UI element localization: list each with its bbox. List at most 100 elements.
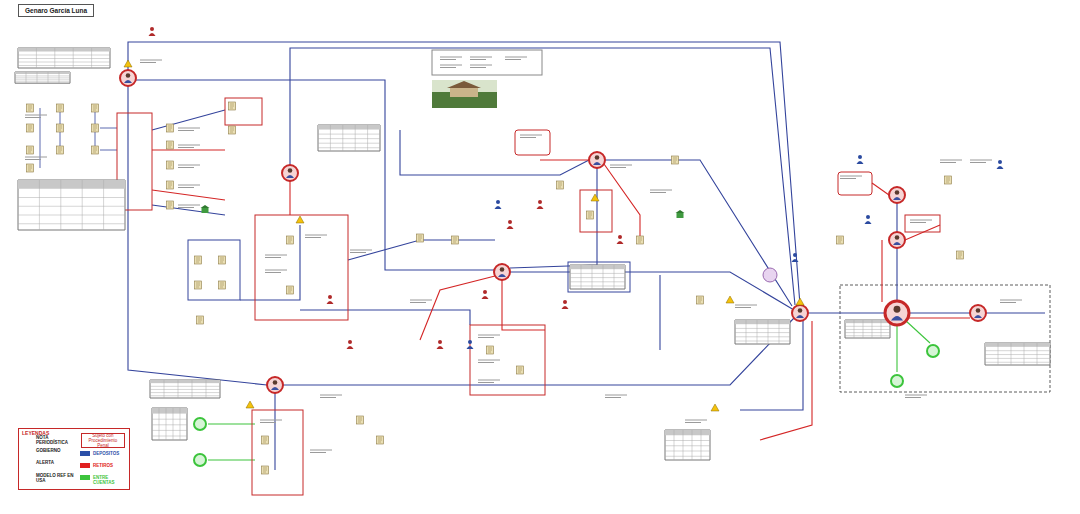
legend-item: NOTA PERIODÍSTICA — [36, 435, 78, 445]
connector-line — [290, 48, 795, 305]
doc-icon — [417, 234, 424, 242]
alert-icon — [124, 60, 132, 67]
data-table — [18, 180, 125, 230]
connector-line — [348, 240, 495, 260]
person-icon — [617, 235, 624, 244]
doc-icon — [219, 256, 226, 264]
text-lines — [735, 305, 757, 308]
person-hub — [792, 305, 808, 321]
legend-item: ENTRE CUENTAS — [80, 475, 130, 485]
person-icon — [537, 200, 544, 209]
doc-icon — [587, 211, 594, 219]
legend-label: NOTA PERIODÍSTICA — [36, 435, 78, 445]
doc-icon — [27, 104, 34, 112]
gov-icon — [676, 210, 685, 218]
person-icon — [495, 200, 502, 209]
connector-line — [896, 203, 897, 232]
person-hub — [120, 70, 136, 86]
connector-line — [881, 240, 882, 302]
legend-swatch — [80, 451, 90, 456]
group-box — [905, 215, 940, 232]
node-label: Sujeto con Procedimiento Penal — [83, 433, 123, 448]
text-lines — [605, 395, 627, 398]
text-lines — [650, 190, 672, 193]
person-icon — [467, 340, 474, 349]
connector-line — [909, 312, 970, 313]
person-hub — [494, 264, 510, 280]
doc-icon — [452, 236, 459, 244]
doc-icon — [57, 146, 64, 154]
doc-icon — [557, 181, 564, 189]
connector-line — [208, 423, 255, 424]
group-box — [838, 172, 872, 195]
legend-item: DEPOSITOS — [80, 451, 130, 456]
legend-item: GOBIERNO — [36, 448, 78, 453]
text-lines — [140, 60, 162, 63]
text-lines — [910, 220, 932, 223]
person-icon — [865, 215, 872, 224]
text-lines — [265, 255, 287, 258]
connector-line — [152, 190, 225, 200]
connector-line — [985, 312, 1045, 313]
person-hub — [267, 377, 283, 393]
connector-line — [300, 310, 470, 325]
text-lines — [440, 65, 462, 68]
group-box — [568, 262, 630, 292]
doc-icon — [92, 104, 99, 112]
connector-line — [659, 275, 660, 350]
doc-icon — [92, 146, 99, 154]
legend-label: MODELO REF EN USA — [36, 473, 76, 483]
connector-line — [274, 393, 275, 470]
group-box — [470, 325, 545, 395]
connector-line — [100, 128, 117, 150]
doc-icon — [57, 104, 64, 112]
data-table — [18, 48, 110, 68]
connector-line — [128, 86, 267, 385]
text-lines — [478, 360, 500, 363]
person-icon — [482, 290, 489, 299]
person-hub — [889, 187, 905, 203]
connector-line — [40, 108, 95, 168]
connector-line — [400, 130, 589, 175]
connector-line — [510, 272, 794, 310]
doc-icon — [697, 296, 704, 304]
data-table — [665, 430, 710, 460]
transfer-circle — [927, 345, 939, 357]
person-icon — [562, 300, 569, 309]
person-hub — [282, 165, 298, 181]
legend-label: DEPOSITOS — [93, 451, 119, 456]
alert-icon — [796, 298, 804, 305]
connector-line — [896, 325, 897, 372]
connector-line — [604, 164, 640, 240]
person-hub — [970, 305, 986, 321]
group-box — [252, 410, 303, 495]
doc-icon — [487, 346, 494, 354]
text-lines — [178, 185, 200, 188]
legend-label: ALERTA — [36, 460, 54, 465]
text-lines — [505, 57, 527, 60]
doc-icon — [357, 416, 364, 424]
legend-item: MODELO REF EN USA — [36, 473, 76, 483]
text-lines — [940, 160, 962, 163]
text-lines — [478, 380, 500, 383]
connector-line — [605, 160, 792, 306]
connector-line — [905, 320, 930, 343]
group-box — [188, 240, 240, 300]
connector-line — [208, 459, 255, 460]
person-icon — [857, 155, 864, 164]
data-table — [152, 408, 187, 440]
doc-icon — [195, 281, 202, 289]
doc-icon — [377, 436, 384, 444]
text-lines — [905, 395, 927, 398]
person-hub — [589, 152, 605, 168]
connector-line — [420, 276, 495, 340]
doc-icon — [167, 141, 174, 149]
person-icon — [507, 220, 514, 229]
person-hub — [885, 301, 909, 325]
data-table — [150, 380, 220, 398]
doc-icon — [637, 236, 644, 244]
person-hub — [889, 232, 905, 248]
group-box — [580, 190, 612, 232]
legend-swatch — [80, 475, 90, 480]
connector-line — [510, 168, 597, 268]
